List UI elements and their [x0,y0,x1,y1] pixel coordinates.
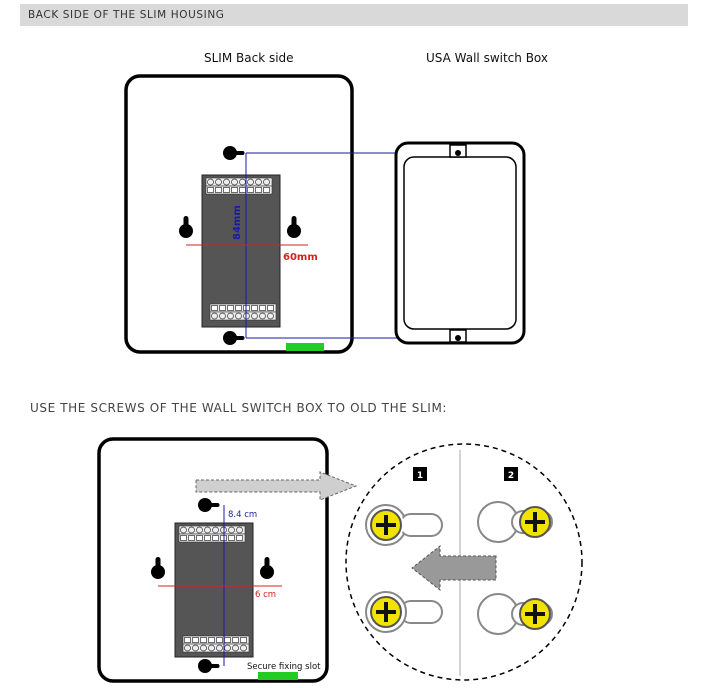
keyhole-slot-step1-bottom [365,591,443,633]
usa-wall-switch-box-title: USA Wall switch Box [426,51,549,65]
screw-icon [370,509,402,541]
keyhole-slot-step1-top [365,503,443,547]
vertical-dimension-label-2: 8.4 cm [228,510,257,520]
slim-module-2 [174,522,254,658]
terminal-block-top [205,177,273,195]
terminal-block-bottom-2 [182,635,250,653]
slim-back-side-title: SLIM Back side [204,51,294,65]
section2-title: USE THE SCREWS OF THE WALL SWITCH BOX TO… [30,401,448,415]
arrow-left-icon [411,544,497,592]
section-header-title: BACK SIDE OF THE SLIM HOUSING [28,9,225,21]
screw-icon [519,506,551,538]
arrow-right-icon [195,471,358,501]
screw-hole-icon [455,150,461,156]
horizontal-dimension-label: 60mm [283,252,318,263]
slim-module [201,174,281,328]
wall-switch-box-inner [403,156,517,330]
secure-fixing-slot [286,343,324,351]
terminal-block-bottom [209,303,277,321]
step-2-badge [504,467,518,481]
keyhole-slot-step2-bottom [477,593,553,635]
horizontal-dimension-label-2: 6 cm [255,590,276,600]
secure-fixing-slot-2 [258,672,298,680]
keyhole-slot-step2-top [477,501,553,543]
terminal-block-top-2 [178,525,246,543]
section-header-bar: BACK SIDE OF THE SLIM HOUSING [20,4,688,26]
vertical-dimension-label: 84mm [232,205,243,240]
step-1-label: 1 [417,471,423,481]
secure-fixing-slot-label: Secure fixing slot [247,662,321,672]
step-1-badge [413,467,427,481]
screw-icon [519,598,551,630]
screw-icon [370,596,402,628]
step-2-label: 2 [508,471,514,481]
screw-hole-icon [455,335,461,341]
